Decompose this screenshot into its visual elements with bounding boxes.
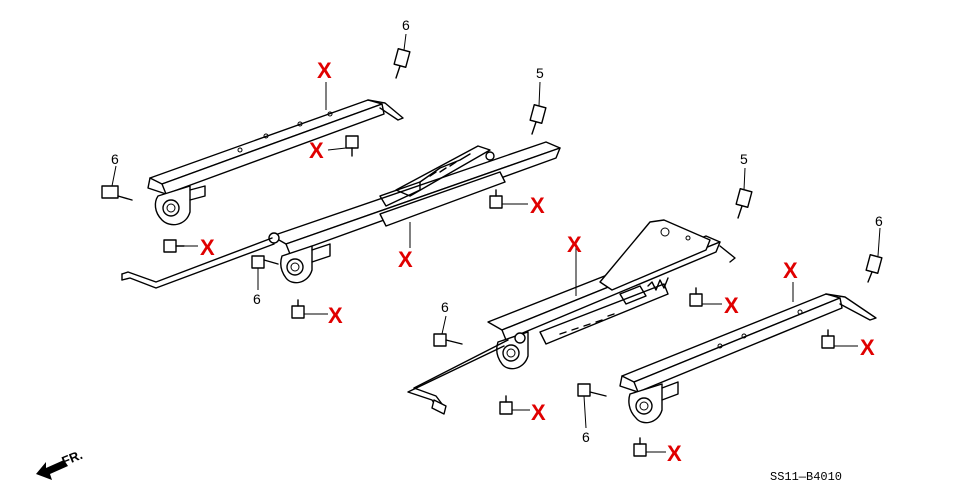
bolt [251, 255, 279, 290]
x-mark: X [667, 441, 682, 466]
right-inner-rail [407, 219, 736, 415]
x-mark: X [328, 303, 343, 328]
direction-label: FR. [60, 447, 85, 469]
bolt [689, 287, 703, 307]
x-mark: X [724, 293, 739, 318]
bolt [865, 227, 883, 283]
bolt [529, 81, 547, 135]
x-mark: X [530, 193, 545, 218]
bolt [821, 329, 835, 349]
x-mark: X [309, 138, 324, 163]
x-mark: X [783, 258, 798, 283]
bolt [499, 395, 513, 415]
front-direction-arrow-icon [36, 460, 68, 480]
bolt [577, 383, 607, 429]
bolt [433, 315, 463, 347]
bolt [735, 167, 753, 219]
bolt [291, 299, 305, 319]
bolt [489, 189, 503, 209]
x-mark: X [860, 335, 875, 360]
x-mark: X [398, 247, 413, 272]
bolt [163, 239, 185, 253]
diagram-code: SS11—B4010 [770, 470, 842, 484]
callout-5: 5 [740, 151, 748, 167]
x-mark: X [567, 232, 582, 257]
left-inner-rail [121, 141, 561, 289]
callout-6: 6 [111, 151, 119, 167]
bolt [633, 437, 647, 457]
x-mark: X [200, 235, 215, 260]
bolt [101, 165, 133, 201]
callout-6: 6 [402, 17, 410, 33]
bolt [345, 135, 359, 157]
callout-5: 5 [536, 65, 544, 81]
callout-6: 6 [875, 213, 883, 229]
callout-6: 6 [441, 299, 449, 315]
x-mark: X [317, 58, 332, 83]
right-outer-rail [619, 282, 877, 424]
left-outer-rail [147, 82, 404, 226]
callout-6: 6 [253, 291, 261, 307]
callout-6: 6 [582, 429, 590, 445]
bolt [393, 33, 411, 79]
x-mark: X [531, 400, 546, 425]
